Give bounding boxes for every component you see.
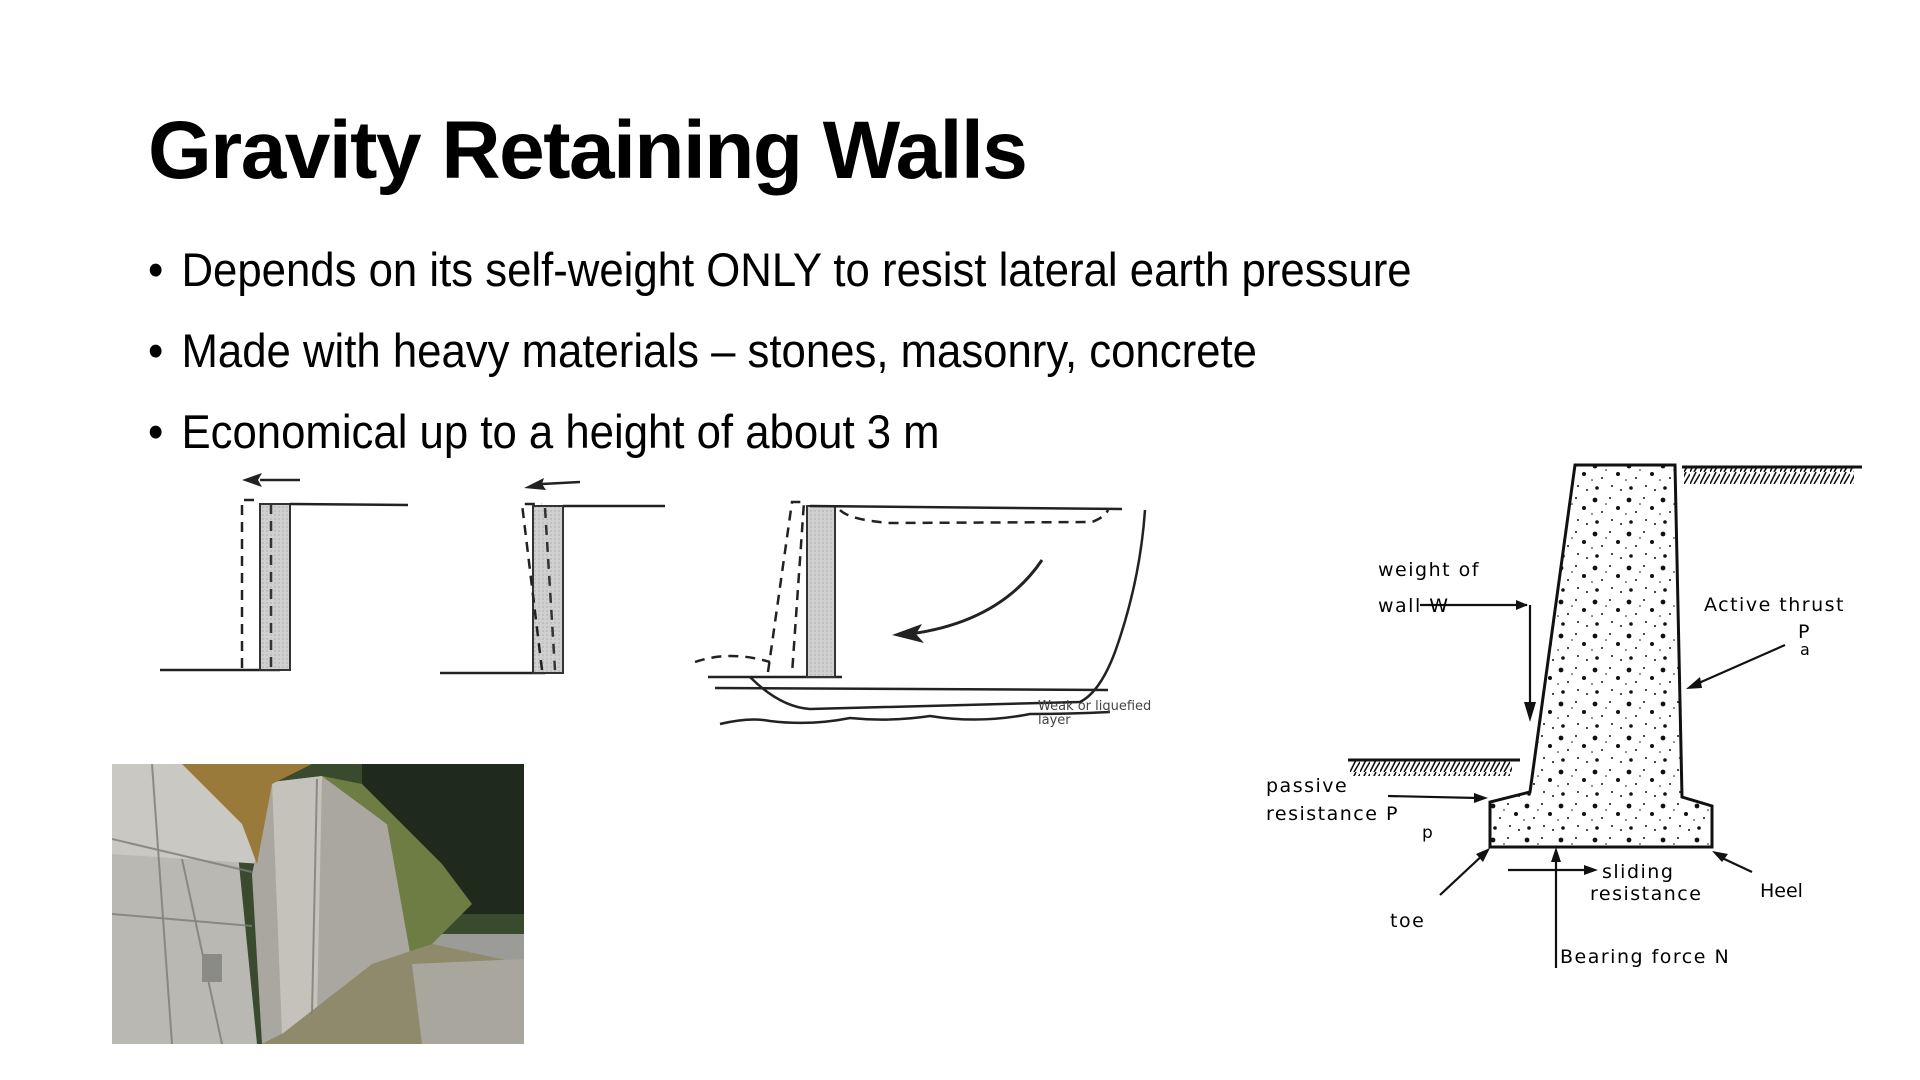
toe-label: toe bbox=[1390, 910, 1425, 932]
sliding-failure-panel bbox=[160, 473, 409, 672]
bullet-icon: • bbox=[148, 324, 164, 377]
active-thrust-symbol: P bbox=[1798, 621, 1809, 643]
bullet-list: • Depends on its self-weight ONLY to resi… bbox=[148, 240, 1507, 483]
sliding-label: sliding bbox=[1602, 861, 1674, 883]
retaining-wall-photo bbox=[112, 764, 524, 1044]
bearing-force-label: Bearing force N bbox=[1560, 946, 1730, 968]
arrow-icon bbox=[1476, 848, 1490, 862]
weak-layer-label: Weak or liquefied bbox=[1038, 699, 1151, 714]
bullet-text: Depends on its self-weight ONLY to resis… bbox=[181, 243, 1412, 296]
slide-title: Gravity Retaining Walls bbox=[148, 105, 1028, 196]
bullet-icon: • bbox=[148, 243, 164, 296]
weak-layer-label-2: layer bbox=[1038, 713, 1071, 728]
arrow-right-icon bbox=[1474, 793, 1488, 803]
passive-subscript: p bbox=[1422, 823, 1433, 843]
curved-arrow-icon bbox=[892, 624, 924, 643]
sliding-label-2: resistance bbox=[1590, 883, 1702, 905]
arrow-down-icon bbox=[1524, 702, 1536, 722]
passive-label-2: resistance P bbox=[1266, 803, 1399, 825]
arrow-right-icon bbox=[1584, 865, 1598, 875]
bullet-text: Economical up to a height of about 3 m bbox=[181, 405, 940, 458]
arrow-left-icon bbox=[524, 478, 546, 490]
heel-label: Heel bbox=[1760, 880, 1803, 902]
gravity-wall-force-diagram: weight of wall W Active thrust P a passi… bbox=[1266, 463, 1862, 968]
deep-seated-failure-panel: Weak or liquefied layer bbox=[694, 500, 1151, 728]
weight-label-2: wall W bbox=[1378, 595, 1450, 617]
bullet-icon: • bbox=[148, 405, 164, 458]
wall-body bbox=[1488, 463, 1714, 849]
bullet-item: • Depends on its self-weight ONLY to resi… bbox=[148, 240, 1412, 321]
failure-modes-diagram: Weak or liquefied layer bbox=[160, 473, 1151, 728]
arrow-left-icon bbox=[242, 473, 262, 487]
active-thrust-subscript: a bbox=[1800, 640, 1810, 659]
bullet-text: Made with heavy materials – stones, maso… bbox=[181, 324, 1257, 377]
weight-label: weight of bbox=[1378, 559, 1480, 581]
bullet-item: • Made with heavy materials – stones, mas… bbox=[148, 321, 1412, 402]
arrow-icon bbox=[1712, 851, 1728, 862]
overturning-failure-panel bbox=[440, 478, 665, 675]
bullet-item: • Economical up to a height of about 3 m bbox=[148, 402, 1412, 483]
passive-label: passive bbox=[1266, 775, 1348, 797]
active-thrust-label: Active thrust bbox=[1704, 594, 1845, 616]
arrow-up-icon bbox=[1551, 847, 1561, 862]
arrow-icon bbox=[1686, 677, 1702, 689]
